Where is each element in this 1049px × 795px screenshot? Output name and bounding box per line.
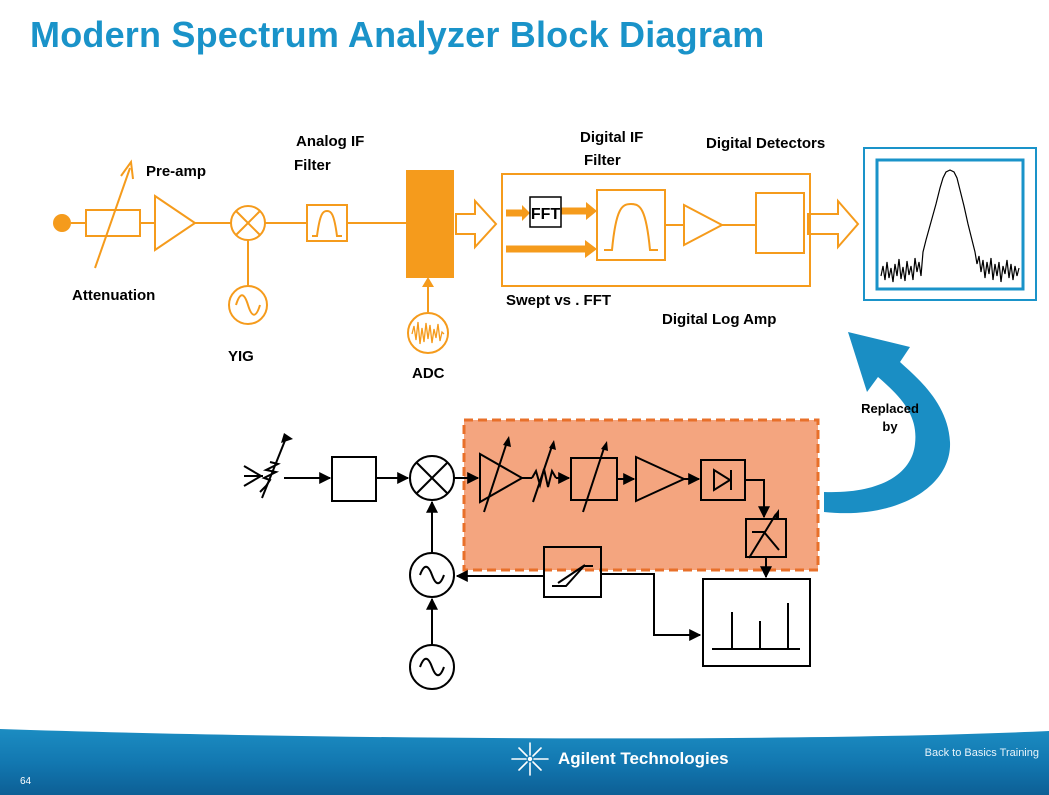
label-digital-detectors: Digital Detectors — [706, 135, 825, 152]
replaced-label-line2: by — [882, 419, 898, 434]
diagram-labels: Pre-amp Analog IF Filter Digital IF Filt… — [72, 129, 825, 382]
legacy-reference-oscillator — [409, 644, 455, 690]
label-attenuation: Attenuation — [72, 287, 155, 304]
digital-processing-box — [501, 173, 811, 287]
legacy-variable-gain-amp — [479, 436, 525, 513]
input-port — [53, 214, 71, 232]
digital-log-amp-triangle — [683, 203, 725, 247]
spectrum-trace — [880, 169, 1020, 283]
spectrum-display — [863, 147, 1037, 301]
label-digital-if-line1: Digital IF — [580, 129, 643, 146]
label-adc: ADC — [412, 365, 445, 382]
label-digital-log-amp: Digital Log Amp — [662, 311, 776, 328]
replaced-label-line1: Replaced — [861, 401, 919, 416]
legacy-local-oscillator — [409, 552, 455, 598]
analog-if-filter-block — [306, 204, 348, 242]
block-diagram: FFT Replaced by — [53, 129, 1037, 690]
label-analog-if-line1: Analog IF — [296, 133, 364, 150]
legacy-preselector-box — [331, 456, 377, 502]
preamp-triangle — [154, 194, 197, 252]
footer-bar: 64 Agilent Technologies Back to Basics T… — [0, 725, 1049, 795]
digital-detector-block — [755, 192, 805, 254]
agilent-spark-logo — [511, 742, 549, 776]
legacy-display-crt — [702, 578, 811, 667]
footer-wave — [0, 725, 1049, 739]
label-digital-if-line2: Filter — [584, 152, 621, 169]
agilent-brand: Agilent Technologies — [510, 741, 729, 777]
legacy-sweep-generator — [543, 546, 602, 598]
legacy-attenuator — [243, 437, 287, 499]
legacy-signal-path — [243, 433, 811, 690]
legacy-if-chain-highlight — [462, 418, 820, 572]
legacy-log-amp — [635, 455, 687, 503]
fft-block: FFT — [529, 196, 562, 228]
slide-title: Modern Spectrum Analyzer Block Diagram — [30, 14, 765, 55]
mixer-symbol — [230, 205, 266, 241]
legacy-mixer — [409, 455, 455, 501]
legacy-step-attenuator — [531, 440, 557, 503]
page-number: 64 — [20, 776, 32, 787]
training-label: Back to Basics Training — [924, 747, 1039, 759]
brand-name: Agilent Technologies — [558, 749, 729, 768]
label-yig: YIG — [228, 348, 254, 365]
digital-if-filter-block — [596, 189, 666, 261]
fft-label: FFT — [531, 206, 561, 223]
adc-output-arrow — [455, 198, 498, 250]
adc-sample-clock — [407, 312, 449, 354]
attenuator-block — [85, 159, 141, 269]
yig-oscillator — [228, 285, 268, 325]
legacy-video-filter — [745, 509, 787, 559]
display-input-arrow — [807, 198, 860, 250]
label-swept-vs-fft: Swept vs . FFT — [506, 292, 611, 309]
adc-block — [406, 170, 454, 278]
attenuator-adjust-arrow — [94, 167, 131, 269]
label-pre-amp: Pre-amp — [146, 163, 206, 180]
replaced-by-arrow — [824, 332, 951, 514]
modern-signal-path — [53, 159, 860, 354]
label-analog-if-line2: Filter — [294, 157, 331, 174]
